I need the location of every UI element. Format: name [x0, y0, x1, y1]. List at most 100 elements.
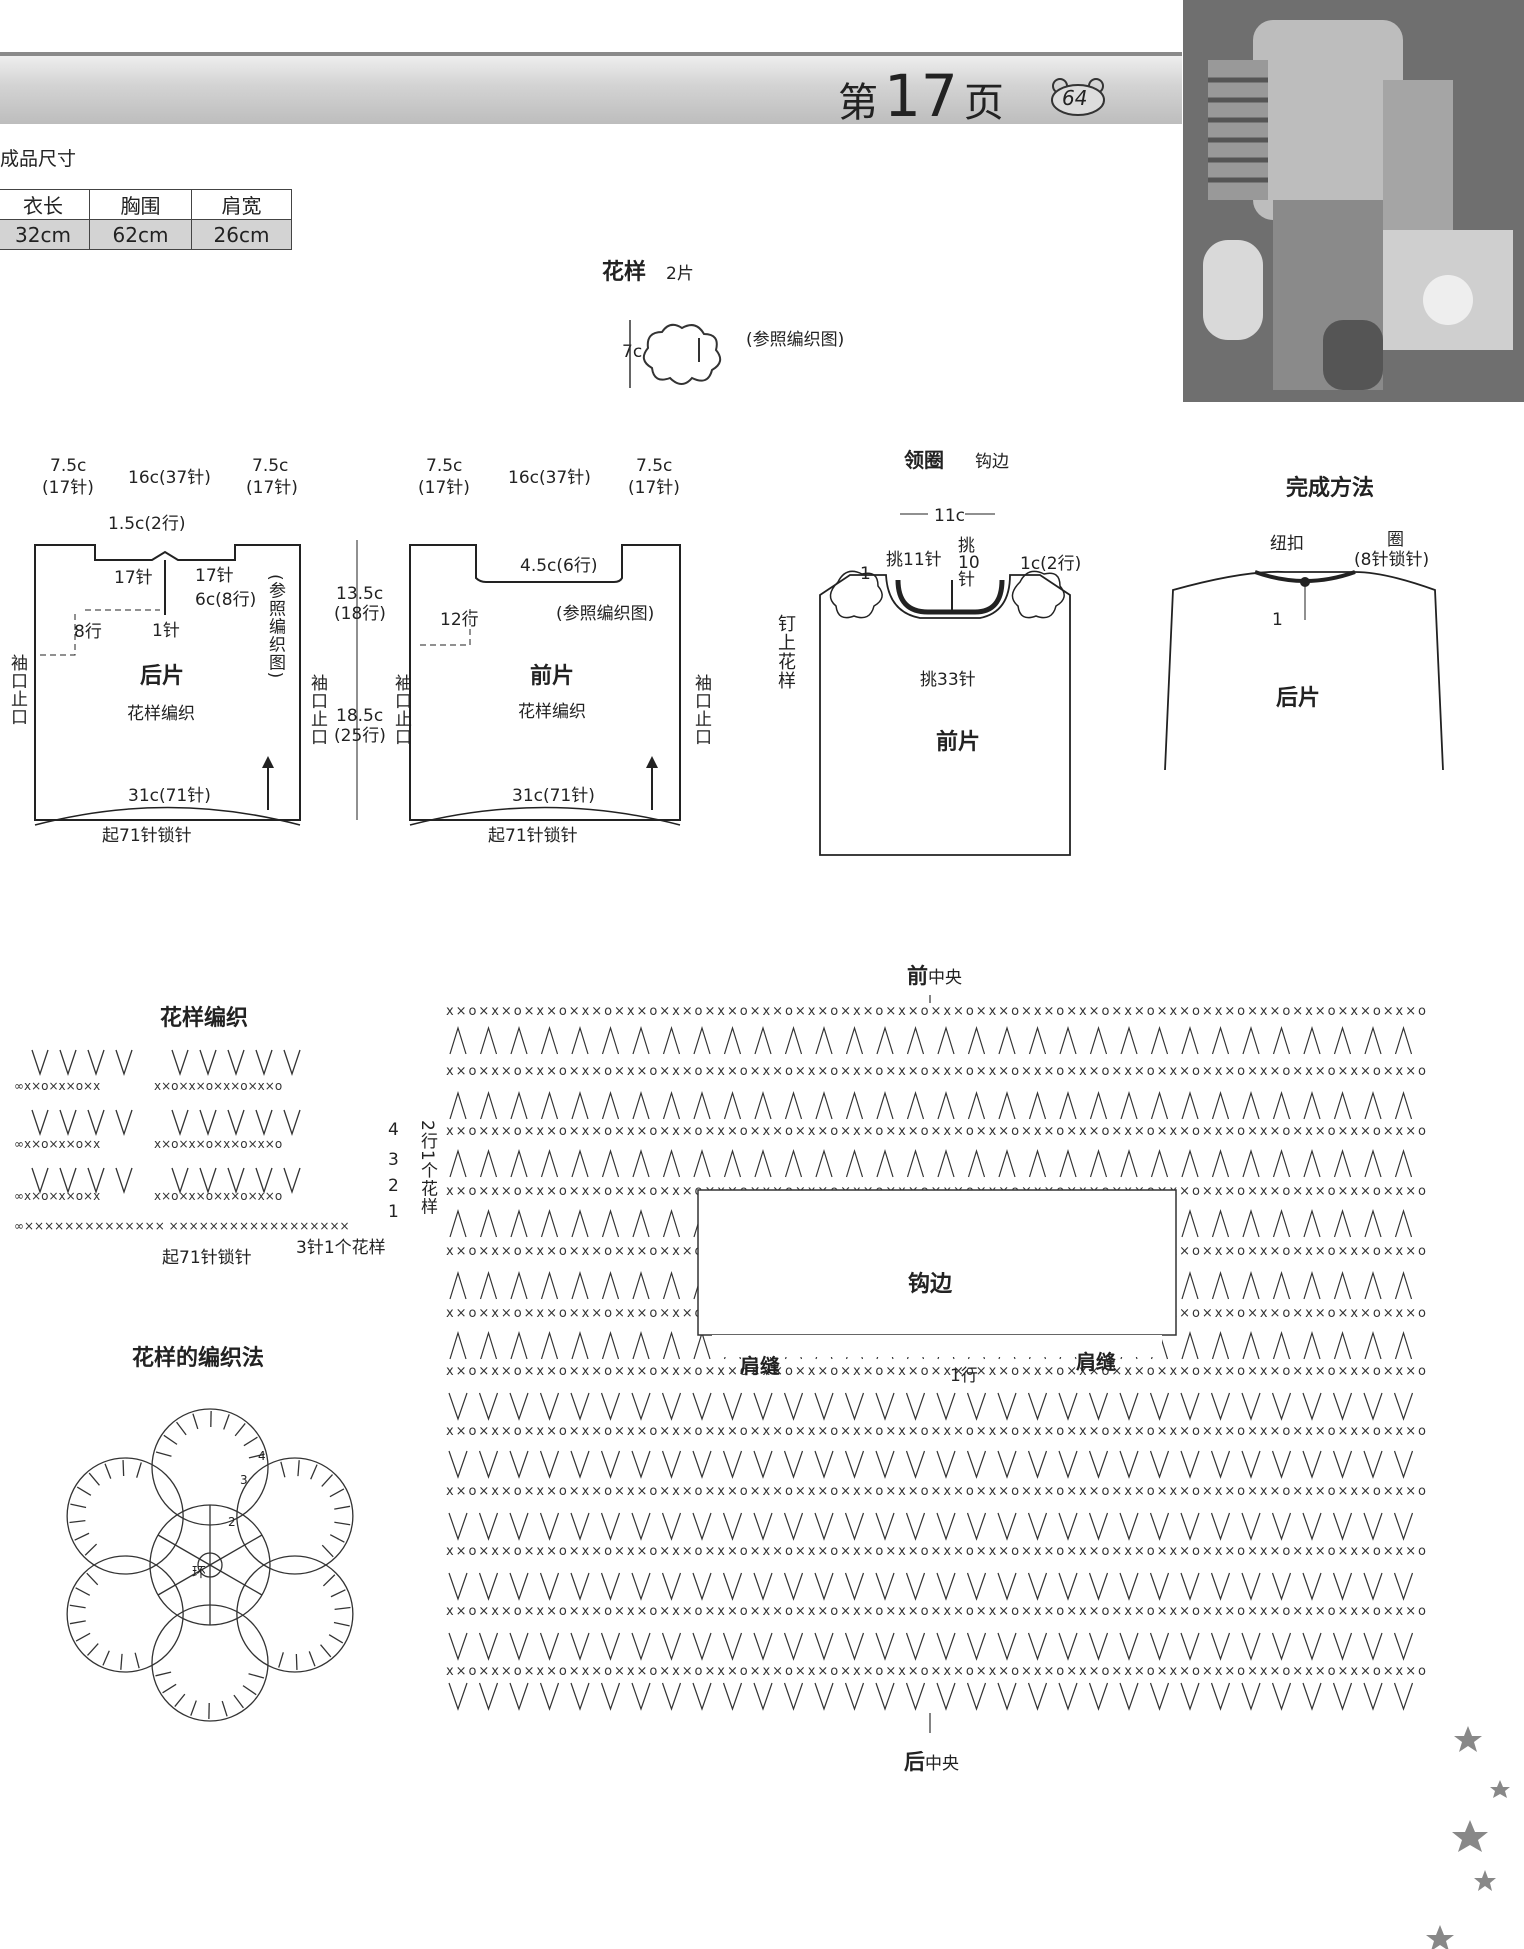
- motif-stitch-mark: [69, 1620, 86, 1625]
- chart-triangle-mark: [693, 1148, 711, 1178]
- chart-triangle-mark: [449, 1208, 467, 1238]
- chart-triangle-mark: [1150, 1148, 1169, 1178]
- chart-v-mark: [1302, 1682, 1322, 1711]
- chart-triangle-mark: [540, 1208, 559, 1238]
- size-header: 肩宽: [191, 189, 292, 220]
- motif-method-title: 花样的编织法: [132, 1346, 265, 1371]
- page-prefix: 第: [838, 80, 878, 126]
- motif-height: 7c: [622, 342, 643, 362]
- chart-triangle-mark: [571, 1090, 589, 1120]
- chart-v-mark: [753, 1392, 773, 1421]
- chart-v-mark: [1363, 1450, 1383, 1479]
- chart-triangle-mark: [1028, 1090, 1047, 1120]
- chart-v-mark: [570, 1682, 590, 1711]
- chart-triangle-mark: [815, 1025, 833, 1055]
- chart-v-mark: [844, 1572, 865, 1601]
- chart-triangle-mark: [1089, 1025, 1108, 1055]
- chart-v-mark: [1149, 1392, 1170, 1421]
- chart-triangle-mark: [784, 1025, 803, 1055]
- collar-title: 领圈: [904, 448, 944, 472]
- chart-v-mark: [692, 1572, 712, 1601]
- chart-v-mark: [722, 1392, 743, 1421]
- pattern-stitch-title: 花样编织: [160, 1006, 249, 1031]
- chart-triangle-mark: [754, 1025, 772, 1055]
- chart-triangle-mark: [998, 1090, 1016, 1120]
- motif-stitch-mark: [248, 1673, 265, 1679]
- chart-v-mark: [539, 1512, 560, 1541]
- size-header: 胸围: [89, 189, 192, 220]
- motif-stitch-mark: [86, 1572, 99, 1586]
- motif-stitch-mark: [162, 1683, 177, 1694]
- motif-stitch-mark: [322, 1574, 336, 1587]
- chart-triangle-mark: [1211, 1208, 1230, 1238]
- chart-v-mark: [478, 1572, 499, 1601]
- chart-shoulder-left: 肩缝: [740, 1354, 780, 1378]
- chart-v-mark: [753, 1450, 773, 1479]
- chart-chain-row: x×o×x×o×x×o×x×o×x×o×x×o×x×o×x×o×x×o×x×o×…: [446, 1364, 1426, 1379]
- chart-v-mark: [539, 1450, 560, 1479]
- chart-v-mark: [600, 1632, 621, 1661]
- chart-neck-opening: [697, 1189, 1177, 1336]
- chart-triangle-mark: [571, 1330, 589, 1360]
- chart-triangle-mark: [1333, 1208, 1352, 1238]
- chart-v-mark: [631, 1450, 651, 1479]
- chart-v-mark: [478, 1632, 499, 1661]
- motif-stitch-mark: [308, 1651, 316, 1667]
- chart-triangle-mark: [1089, 1148, 1108, 1178]
- chart-v-mark: [875, 1450, 895, 1479]
- chart-triangle-mark: [449, 1025, 467, 1055]
- chart-triangle-mark: [1150, 1025, 1169, 1055]
- chart-v-mark: [997, 1572, 1017, 1601]
- motif-petal: [66, 1555, 184, 1673]
- chart-v-mark: [753, 1682, 773, 1711]
- chart-triangle-mark: [601, 1148, 620, 1178]
- bear-icon: [1051, 78, 1105, 116]
- front-piece-name: 前片: [530, 664, 575, 689]
- chart-v-mark: [1149, 1450, 1170, 1479]
- chart-triangle-mark: [1364, 1148, 1382, 1178]
- chart-v-mark: [1058, 1450, 1078, 1479]
- chart-triangle-mark: [1120, 1148, 1138, 1178]
- chart-triangle-mark: [723, 1148, 742, 1178]
- chart-triangle-mark: [662, 1208, 681, 1238]
- motif-ring: 环: [192, 1565, 206, 1581]
- pattern-v-mark: [283, 1109, 301, 1137]
- chart-triangle-mark: [876, 1148, 894, 1178]
- chart-v-mark: [1027, 1572, 1048, 1601]
- motif-stitch-mark: [155, 1451, 172, 1457]
- chart-v-mark: [722, 1572, 743, 1601]
- motif-petal: [66, 1457, 184, 1575]
- flower-motif-icon: [629, 320, 722, 388]
- front-top-left: 7.5c: [426, 456, 463, 476]
- chart-triangle-mark: [845, 1090, 864, 1120]
- pattern-chain-row: ∞x×o×x×o×x: [14, 1079, 100, 1093]
- pattern-v-mark: [59, 1049, 77, 1077]
- chart-v-mark: [753, 1632, 773, 1661]
- finish-loop-st: (8针锁针): [1354, 550, 1430, 570]
- chart-triangle-mark: [937, 1090, 955, 1120]
- chart-triangle-mark: [1059, 1025, 1077, 1055]
- motif-stitch-mark: [334, 1505, 351, 1510]
- motif-spoke: [209, 1534, 263, 1566]
- chart-v-mark: [936, 1632, 956, 1661]
- chart-v-mark: [1393, 1512, 1414, 1541]
- motif-stitch-mark: [329, 1534, 345, 1543]
- chart-triangle-mark: [876, 1025, 894, 1055]
- pattern-v-mark: [171, 1167, 189, 1195]
- pattern-v-mark: [31, 1049, 49, 1077]
- chart-triangle-mark: [815, 1148, 833, 1178]
- chart-v-mark: [692, 1392, 712, 1421]
- motif-stitch-mark: [328, 1634, 344, 1644]
- chart-triangle-mark: [1028, 1148, 1047, 1178]
- chart-v-mark: [1271, 1392, 1292, 1421]
- chart-triangle-mark: [479, 1270, 498, 1300]
- motif-stitch-mark: [104, 1463, 112, 1479]
- chart-triangle-mark: [1089, 1090, 1108, 1120]
- chart-triangle-mark: [1303, 1270, 1321, 1300]
- chart-v-mark: [997, 1632, 1017, 1661]
- chart-triangle-mark: [1333, 1330, 1352, 1360]
- chart-v-mark: [1027, 1450, 1048, 1479]
- motif-stitch-mark: [333, 1621, 350, 1627]
- chart-v-mark: [570, 1572, 590, 1601]
- chart-triangle-mark: [1333, 1148, 1352, 1178]
